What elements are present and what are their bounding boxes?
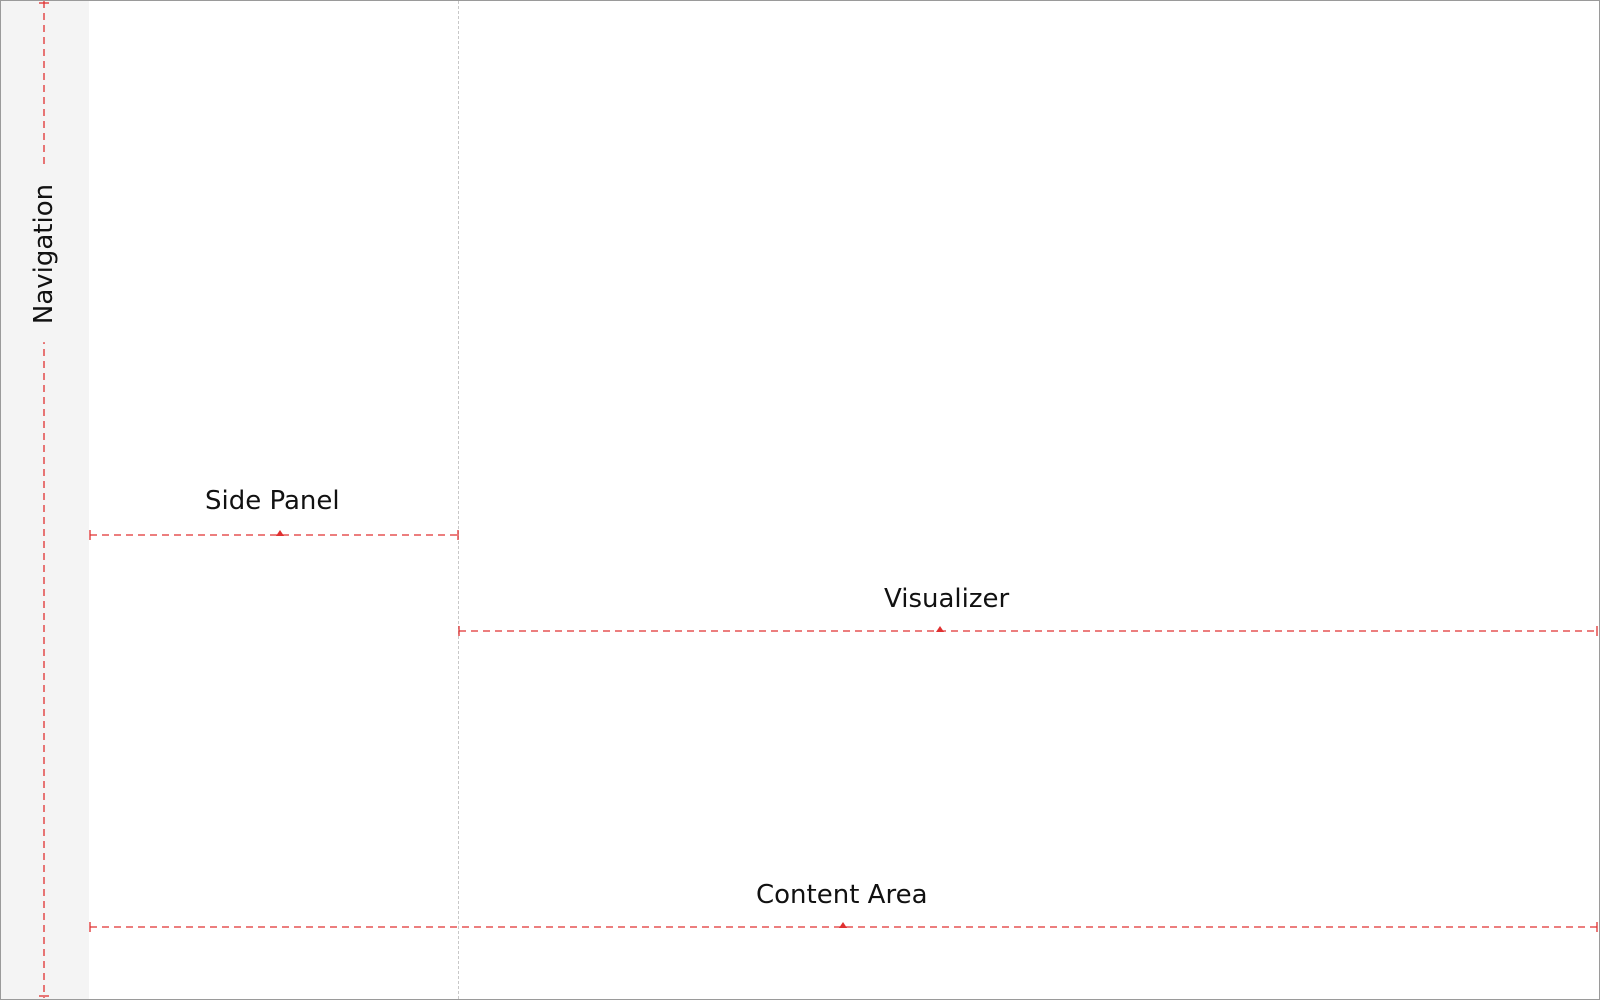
side-panel-measure-center-marker <box>276 530 284 536</box>
content-area-measure-center-marker <box>839 922 847 928</box>
navigation-label: Navigation <box>29 165 59 343</box>
side-panel-label: Side Panel <box>205 486 340 516</box>
visualizer-measure-center-marker <box>936 626 944 632</box>
visualizer-label: Visualizer <box>884 584 1010 614</box>
content-area-label: Content Area <box>756 880 928 910</box>
panel-divider <box>458 1 459 999</box>
